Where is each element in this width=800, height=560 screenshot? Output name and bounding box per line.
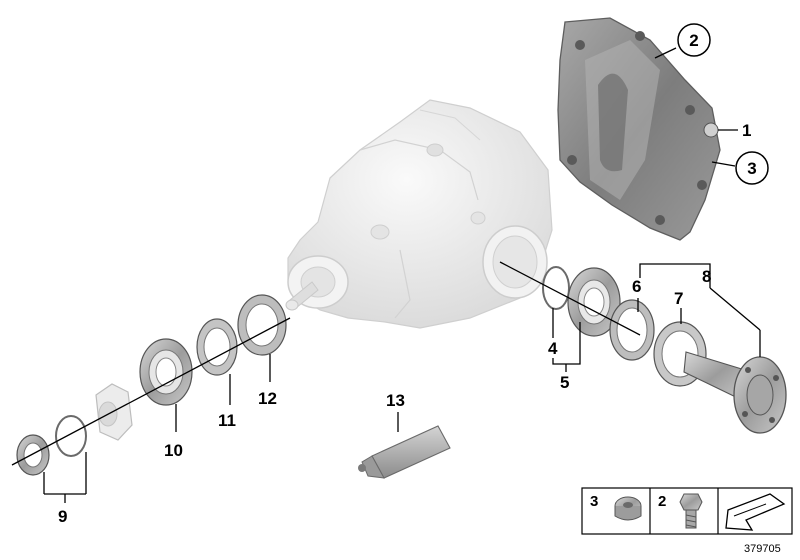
- callout-9: 9: [58, 507, 67, 526]
- output-flange-8: [683, 351, 787, 434]
- callout-labels: 1 2 3 4 5 6 7 8 9 10 11 12 13: [58, 23, 769, 526]
- o-ring-4: [542, 266, 570, 310]
- callout-2: 2: [689, 31, 698, 50]
- callout-6: 6: [632, 277, 641, 296]
- spacer-ring-6: [609, 299, 655, 361]
- callout-13: 13: [386, 391, 405, 410]
- callout-1: 1: [742, 121, 751, 140]
- callout-3-circle: [735, 151, 769, 185]
- shaft-seal-10: [139, 338, 193, 406]
- leader-lines: [43, 47, 761, 503]
- callout-7: 7: [674, 289, 683, 308]
- shim-ring-12: [237, 294, 287, 356]
- hex-bolt-icon: [679, 493, 703, 529]
- legend-item-2-number: 2: [658, 493, 666, 510]
- shaft-seal-5: [567, 267, 621, 337]
- callout-10: 10: [164, 441, 183, 460]
- legend-item-3-number: 3: [590, 493, 598, 510]
- callout-5: 5: [560, 373, 569, 392]
- callout-8: 8: [702, 267, 711, 286]
- legend-box: 3 2: [581, 487, 793, 535]
- reference-number: 379705: [744, 543, 781, 555]
- housing-cover: [557, 17, 721, 241]
- callout-3: 3: [747, 159, 756, 178]
- callout-11: 11: [218, 411, 236, 430]
- collar-nut-9: [16, 434, 50, 476]
- plug-screw-icon: [614, 496, 642, 521]
- collar-nut: [95, 383, 133, 441]
- flat-arrow-icon: [725, 493, 786, 531]
- o-ring-9: [55, 415, 87, 457]
- callout-12: 12: [258, 389, 277, 408]
- sealant-tube-13: [358, 425, 451, 479]
- callout-2-circle: [677, 23, 711, 57]
- differential-housing: [285, 99, 553, 329]
- spacer-ring-11: [196, 318, 238, 376]
- callout-4: 4: [548, 339, 558, 358]
